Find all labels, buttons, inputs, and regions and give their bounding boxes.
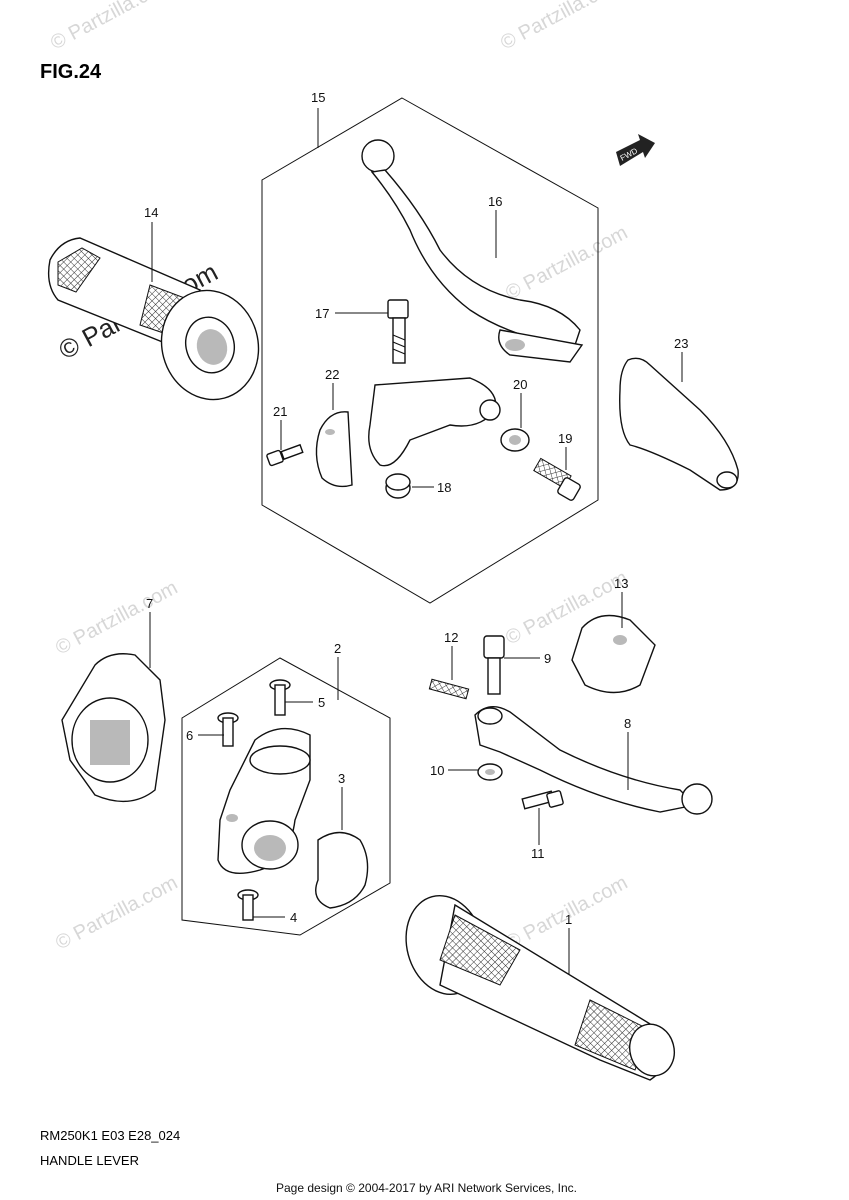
adjuster-bolt-19 <box>533 457 581 501</box>
callout-17: 17 <box>315 306 329 321</box>
callout-15: 15 <box>311 90 325 105</box>
watermark-text: © Partzilla.com <box>52 577 181 660</box>
callout-19: 19 <box>558 431 572 446</box>
callout-11: 11 <box>531 846 545 861</box>
callout-4: 4 <box>290 910 297 925</box>
figure-caption: HANDLE LEVER <box>40 1153 139 1168</box>
callout-13: 13 <box>614 576 628 591</box>
switch-housing-7 <box>61 653 166 803</box>
callout-5: 5 <box>318 695 325 710</box>
callout-10: 10 <box>430 763 444 778</box>
clutch-lever <box>361 139 584 363</box>
callout-21: 21 <box>273 404 287 419</box>
watermark-text: © Partzilla.com <box>502 222 631 305</box>
lever-cover-23 <box>619 357 739 491</box>
washer-10 <box>477 763 503 781</box>
lever-holder <box>315 377 501 488</box>
fwd-arrow-icon: FWD <box>616 134 655 166</box>
callout-2: 2 <box>334 641 341 656</box>
leader-lines <box>149 108 683 975</box>
assembly-outline-15 <box>261 97 599 604</box>
callout-12: 12 <box>444 630 458 645</box>
bolt-17 <box>387 299 409 364</box>
watermark-text: © Partzilla.com <box>47 0 176 54</box>
spring-12 <box>428 678 470 700</box>
figure-title: FIG.24 <box>40 61 102 83</box>
bolt-11 <box>521 790 564 810</box>
callout-6: 6 <box>186 728 193 743</box>
grip-right <box>405 895 675 1081</box>
boot-13 <box>571 614 656 694</box>
grip-left <box>47 237 260 401</box>
adjuster-nut-20 <box>500 428 530 452</box>
callout-7: 7 <box>146 596 153 611</box>
clamp-3 <box>315 831 369 909</box>
screw-5 <box>269 679 291 716</box>
pivot-bolt-9 <box>483 635 505 695</box>
callout-9: 9 <box>544 651 551 666</box>
callout-3: 3 <box>338 771 345 786</box>
callouts: 15 14 16 17 22 21 20 19 18 23 7 13 2 12 … <box>144 90 688 927</box>
callout-8: 8 <box>624 716 631 731</box>
callout-23: 23 <box>674 336 688 351</box>
callout-18: 18 <box>437 480 451 495</box>
callout-1: 1 <box>565 912 572 927</box>
screw-6 <box>217 712 239 747</box>
page-credit: Page design © 2004-2017 by ARI Network S… <box>276 1181 577 1195</box>
callout-22: 22 <box>325 367 339 382</box>
nut-18 <box>385 473 411 499</box>
screw-4 <box>237 889 259 921</box>
assembly-outline-2 <box>181 657 391 936</box>
callout-14: 14 <box>144 205 158 220</box>
watermark-text: © Partzilla.com <box>52 872 181 955</box>
callout-16: 16 <box>488 194 502 209</box>
watermark-text: © Partzilla.com <box>497 0 626 54</box>
hot-start-lever-8 <box>474 706 713 815</box>
model-code: RM250K1 E03 E28_024 <box>40 1128 180 1143</box>
hot-start-holder-2 <box>217 727 311 874</box>
callout-20: 20 <box>513 377 527 392</box>
bolt-21 <box>266 443 304 467</box>
